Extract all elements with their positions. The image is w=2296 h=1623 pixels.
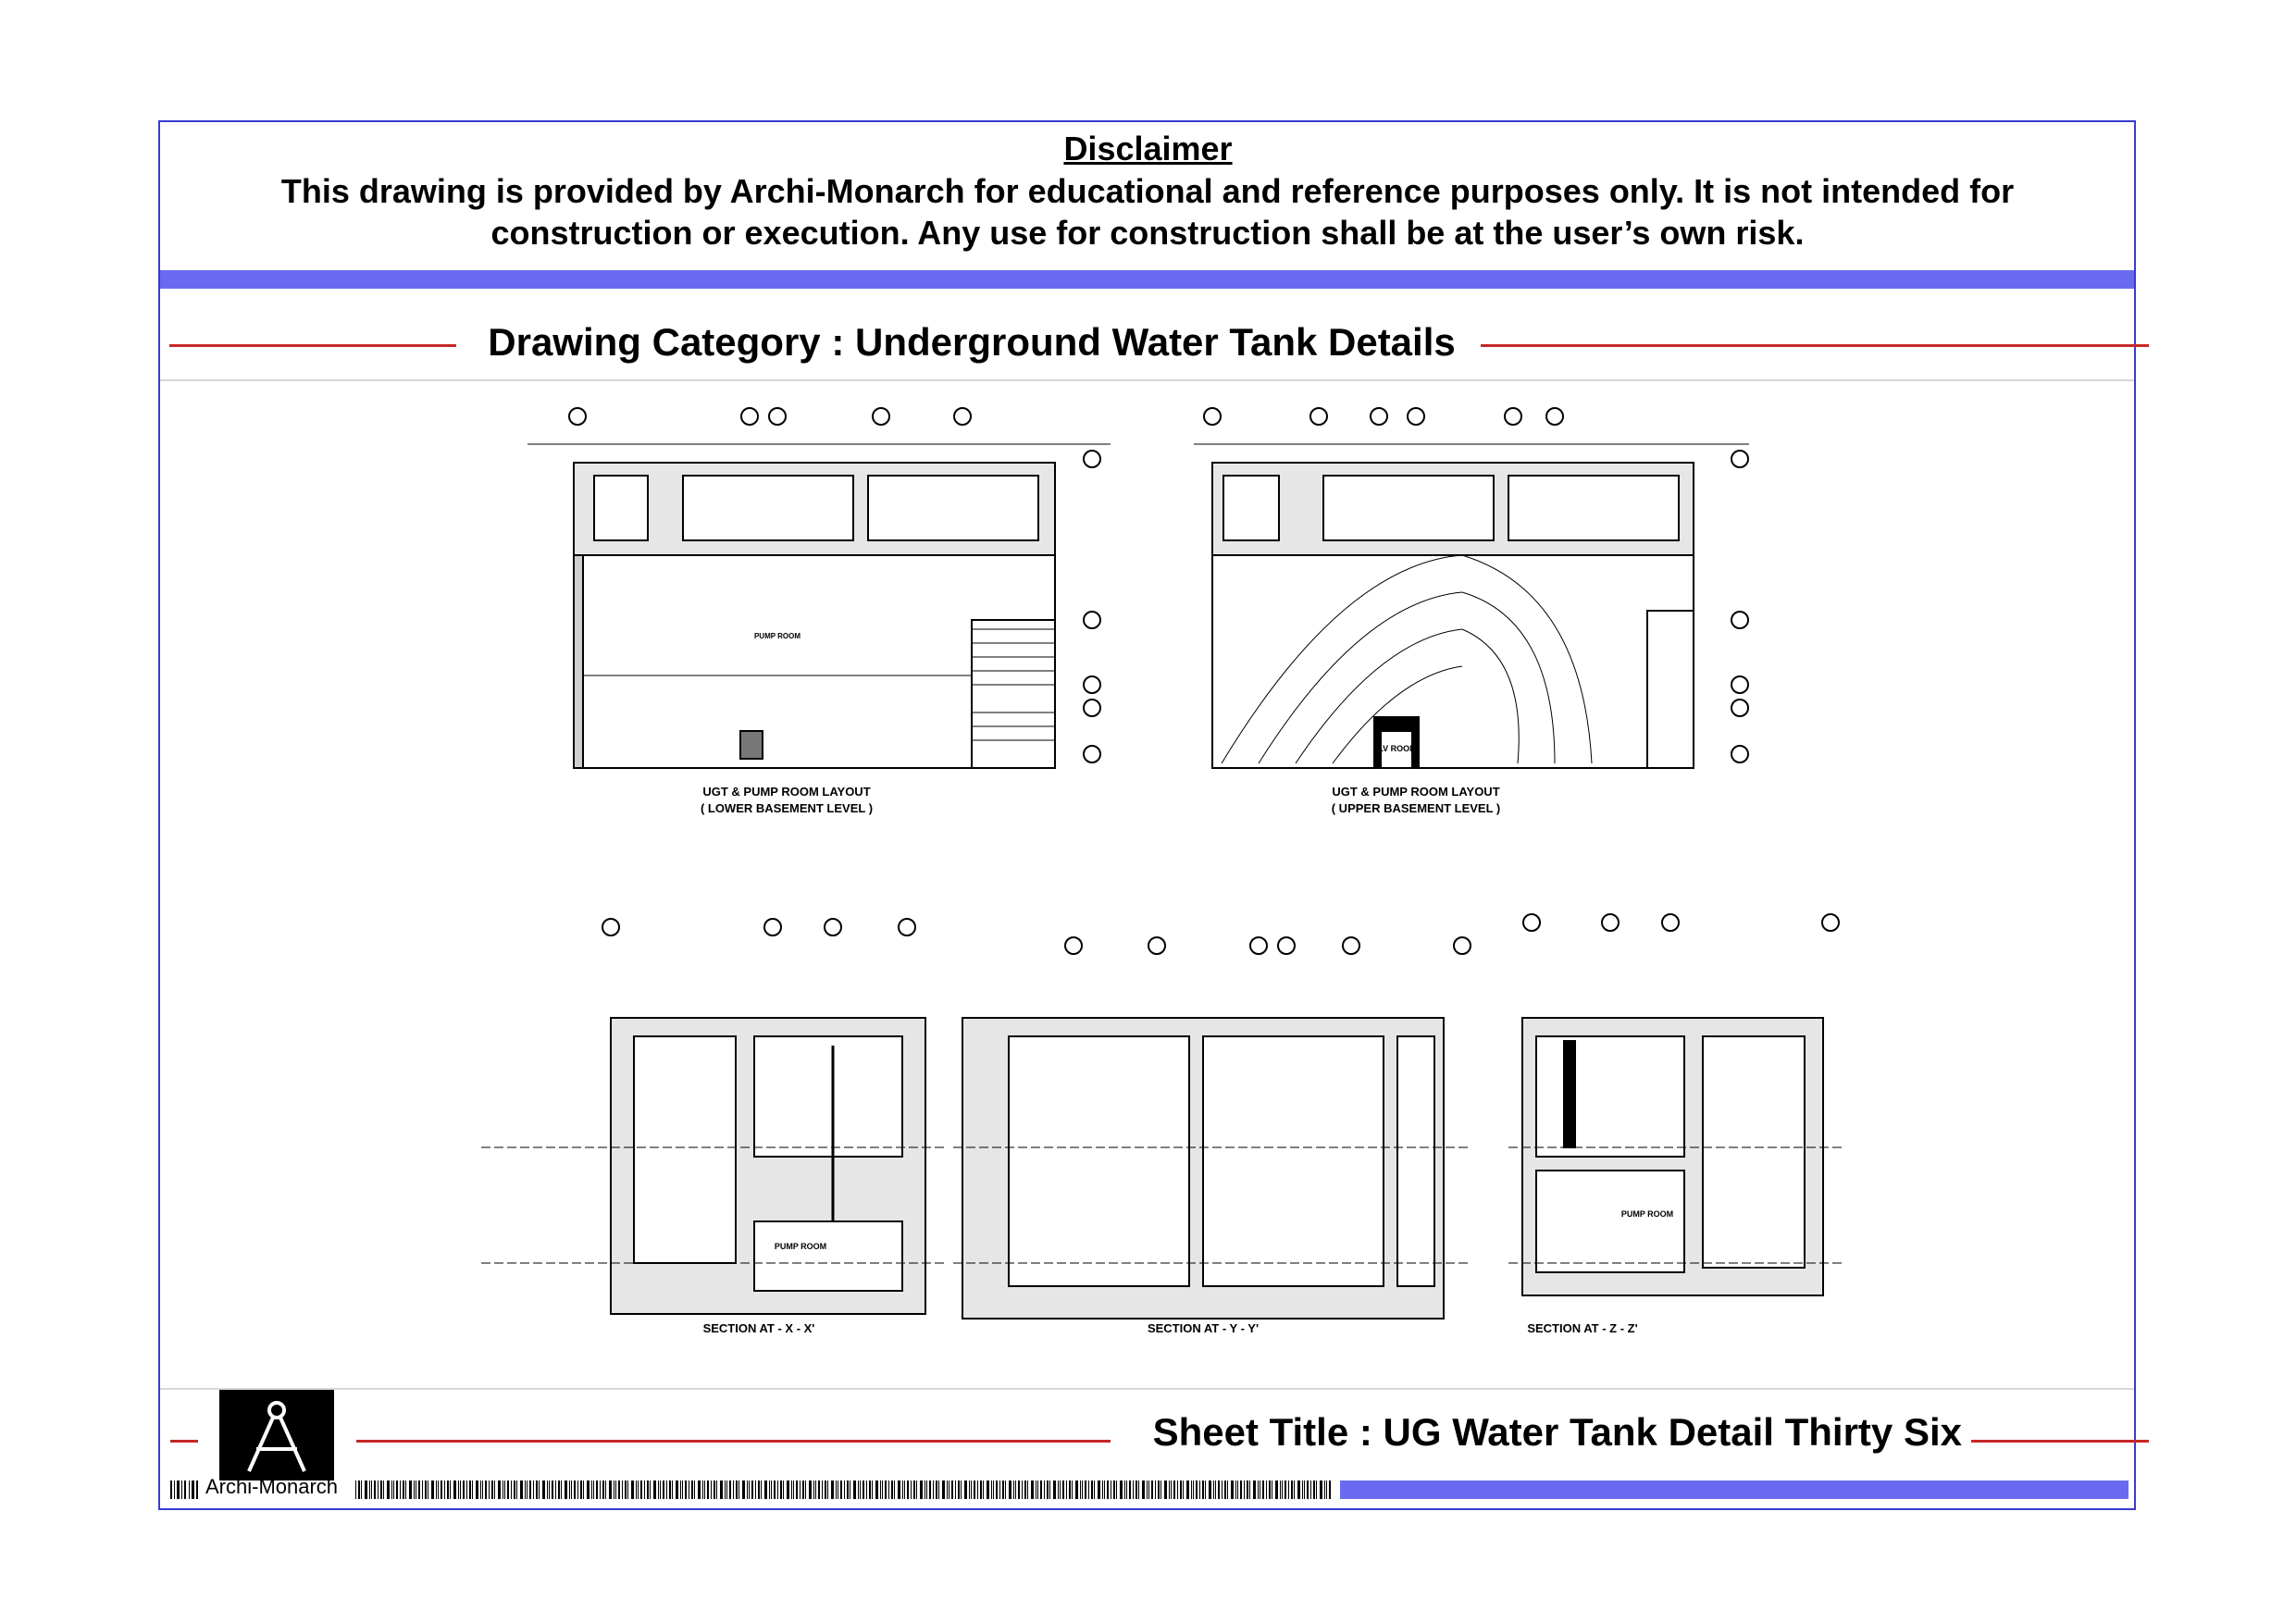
barcode-strip-left	[170, 1481, 202, 1499]
plan-lower-basement: UGT & PUMP ROOM LAYOUT ( LOWER BASEMENT …	[481, 398, 1111, 824]
plan-lower-room: PUMP ROOM	[754, 632, 800, 640]
compass-icon	[247, 1401, 306, 1472]
drawing-category: Drawing Category : Underground Water Tan…	[488, 320, 1456, 364]
archi-monarch-logo	[219, 1390, 334, 1481]
barcode-strip-right	[355, 1481, 1336, 1499]
plan-upper-subtitle: ( UPPER BASEMENT LEVEL )	[1332, 801, 1501, 815]
plan-upper-room: LV ROOM	[1378, 744, 1416, 753]
plan-upper-basement: LV ROOM UGT & PUMP ROOM LAYOUT ( UPPER B…	[1157, 398, 1768, 824]
disclaimer-line-1: This drawing is provided by Archi-Monarc…	[280, 172, 2015, 210]
section-x-title: SECTION AT - X - X'	[703, 1321, 815, 1335]
section-z-title: SECTION AT - Z - Z'	[1527, 1321, 1637, 1335]
footer-band	[1340, 1481, 2128, 1499]
category-rule-right	[1481, 344, 2149, 347]
section-z: PUMP ROOM SECTION AT - Z - Z'	[1508, 911, 1842, 1337]
plan-upper-title: UGT & PUMP ROOM LAYOUT	[1332, 785, 1499, 799]
section-z-room: PUMP ROOM	[1621, 1209, 1673, 1219]
plan-lower-subtitle: ( LOWER BASEMENT LEVEL )	[701, 801, 873, 815]
sheet-title: Sheet Title : UG Water Tank Detail Thirt…	[1152, 1410, 1962, 1454]
section-x: PUMP ROOM SECTION AT - X - X'	[481, 916, 944, 1342]
footer-divider	[160, 1388, 2134, 1390]
sheet-rule-middle	[356, 1440, 1111, 1443]
divider	[160, 379, 2134, 381]
header-band	[160, 270, 2134, 289]
disclaimer-title: Disclaimer	[1063, 130, 1233, 167]
sheet-frame	[158, 120, 2136, 1510]
sheet-rule-right	[1971, 1440, 2149, 1443]
brand-name: Archi-Monarch	[205, 1475, 339, 1498]
plan-lower-title: UGT & PUMP ROOM LAYOUT	[702, 785, 870, 799]
section-y: SECTION AT - Y - Y'	[953, 935, 1471, 1342]
disclaimer-text: This drawing is provided by Archi-Monarc…	[213, 170, 2082, 254]
disclaimer-line-2: construction or execution. Any use for c…	[490, 214, 1805, 252]
section-x-room: PUMP ROOM	[775, 1242, 826, 1251]
section-y-title: SECTION AT - Y - Y'	[1148, 1321, 1259, 1335]
category-rule-left	[169, 344, 456, 347]
sheet-rule-left	[170, 1440, 198, 1443]
